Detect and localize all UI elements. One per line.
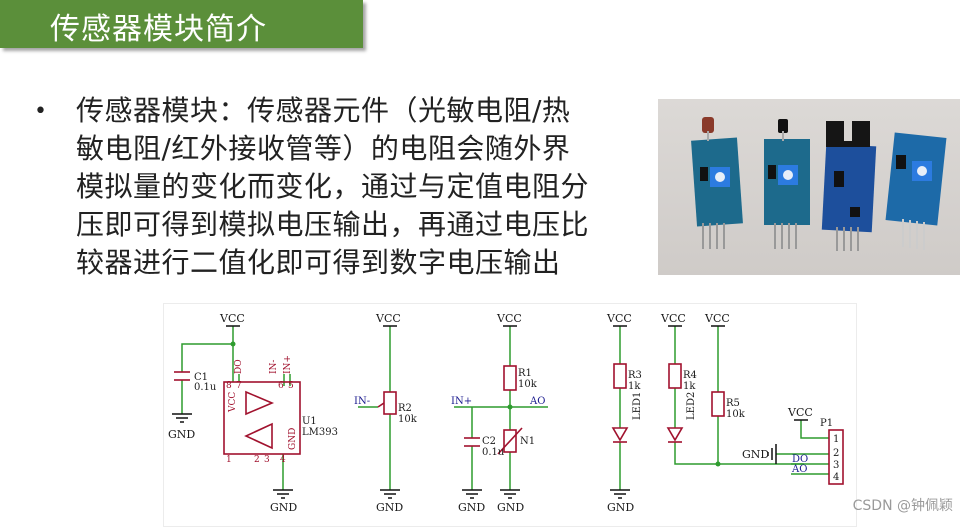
sensor-modules-image: [658, 99, 960, 275]
r4-label: R4: [683, 370, 697, 381]
vcc-label: VCC: [375, 312, 401, 325]
u1-pin7: 7: [236, 381, 242, 391]
u1-pin2: 2: [254, 455, 260, 465]
p1-pin4: 4: [833, 472, 839, 483]
vcc-label: VCC: [787, 406, 813, 419]
sensor-modules-photo: [658, 99, 960, 275]
bullet-line: 较器进行二值化即可得到数字电压输出: [76, 246, 561, 279]
p1-pin1: 1: [833, 434, 839, 445]
module-ir-sensor: [885, 132, 947, 250]
u1-pin5: 5: [288, 381, 294, 391]
do-label: DO: [792, 454, 808, 465]
u1-pin3: 3: [264, 455, 270, 465]
vcc-label: VCC: [660, 312, 686, 325]
p1-pin3: 3: [833, 460, 839, 471]
gnd-label: GND: [270, 501, 297, 514]
vcc-label: VCC: [606, 312, 632, 325]
gnd-label: GND: [168, 428, 195, 441]
c1-label: C1: [194, 372, 208, 383]
watermark: CSDN @钟佩颖: [852, 498, 953, 514]
u1-pin-vcc: VCC: [228, 392, 238, 413]
bullet-line: 模拟量的变化而变化，通过与定值电阻分: [76, 170, 590, 203]
u1-pin-in-minus: IN-: [269, 360, 279, 374]
circuit-schematic: VCC VCC VCC VCC VCC VCC VCC GND GND GND …: [163, 303, 857, 527]
p1-pin2: 2: [833, 448, 839, 459]
module-thermistor: [764, 119, 810, 249]
r4-value: 1k: [683, 381, 696, 392]
bullet-line: 敏电阻/红外接收管等）的电阻会随外界: [76, 132, 571, 165]
module-slot-sensor: [821, 121, 877, 251]
u1-pin1: 1: [226, 455, 232, 465]
gnd-label: GND: [458, 501, 485, 514]
u1-part: LM393: [302, 427, 338, 438]
vcc-label: VCC: [704, 312, 730, 325]
gnd-label: GND: [376, 501, 403, 514]
vcc-label: VCC: [219, 312, 245, 325]
r3-label: R3: [628, 370, 642, 381]
r1-value: 10k: [518, 379, 538, 390]
c1-value: 0.1u: [194, 382, 217, 393]
ao-label: AO: [791, 464, 807, 475]
u1-pin-do: DO: [234, 359, 244, 374]
led1-label: LED1: [632, 392, 643, 420]
r2-value: 10k: [398, 414, 418, 425]
schematic-drawing: VCC VCC VCC VCC VCC VCC VCC GND GND GND …: [168, 312, 844, 514]
title-bar: 传感器模块简介: [0, 0, 363, 48]
r5-label: R5: [726, 398, 740, 409]
net-in-minus-label: IN-: [354, 396, 370, 407]
bullet-text: 传感器模块：传感器元件（光敏电阻/热 敏电阻/红外接收管等）的电阻会随外界 模拟…: [76, 92, 646, 282]
vcc-label: VCC: [496, 312, 522, 325]
net-in-plus-label: IN+: [451, 396, 472, 407]
r1-label: R1: [518, 368, 532, 379]
bullet-line: 压即可得到模拟电压输出，再通过电压比: [76, 208, 590, 241]
n1-label: N1: [520, 436, 535, 447]
gnd-label: GND: [497, 501, 524, 514]
u1-label: U1: [302, 416, 317, 427]
ao-label: AO: [529, 396, 545, 407]
r2-label: R2: [398, 403, 412, 414]
p1-label: P1: [820, 418, 833, 429]
u1-pin-gnd: GND: [288, 428, 298, 450]
bullet-line: 传感器模块：传感器元件（光敏电阻/热: [76, 94, 571, 127]
gnd-label: GND: [607, 501, 634, 514]
c2-value: 0.1u: [482, 447, 505, 458]
gnd-label: GND: [742, 448, 769, 461]
r5-value: 10k: [726, 409, 746, 420]
module-photoresistor: [691, 117, 743, 249]
bullet-marker: •: [34, 99, 47, 124]
c2-label: C2: [482, 436, 496, 447]
u1-pin-in-plus: IN+: [283, 355, 293, 374]
page-title: 传感器模块简介: [50, 12, 267, 47]
u1-pin6: 6: [278, 381, 284, 391]
u1-pin4: 4: [280, 455, 286, 465]
led2-label: LED2: [686, 392, 697, 420]
u1-pin8: 8: [226, 381, 232, 391]
r3-value: 1k: [628, 381, 641, 392]
